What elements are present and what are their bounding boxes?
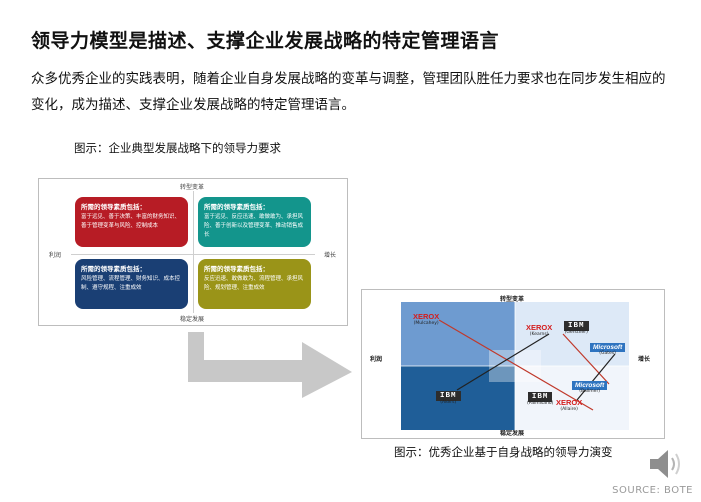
- quadrant-heading: 所需的领导素质包括：: [204, 265, 269, 273]
- quadrant-body: 富于远见、善于决策、丰富的财务知识、善于管理变革与风险、控制成本: [81, 214, 181, 229]
- figure2-axis-right: 增长: [638, 356, 651, 363]
- figure1-axis-top: 转型变革: [180, 184, 205, 191]
- figure1-axis-bottom: 稳定发展: [180, 316, 205, 323]
- logo-ibm-gerstner: IBM(Gerstner): [564, 321, 589, 335]
- figure2-axis-bottom: 稳定发展: [500, 430, 525, 437]
- logo-ibm-palmisano: IBM(Palmisano): [527, 392, 554, 406]
- figure2-axis-top: 转型变革: [500, 296, 525, 303]
- figure2-matrix: 转型变革 稳定发展 利润 增长 XEROX(Mulcahey) XEROX(Ke…: [361, 289, 665, 439]
- quadrant-bottom-right: 所需的领导素质包括： 反应迅速、敢做敢为、流程管理、承担风险、规划管理、注重成效: [198, 259, 311, 309]
- quadrant-body: 富于远见、反应迅速、敢做敢为、承担风险、善于创新以及管理变革、推动销售成长: [204, 214, 304, 238]
- page-title: 领导力模型是描述、支撑企业发展战略的特定管理语言: [31, 30, 500, 52]
- quadrant-body: 风险管理、流程管理、财务知识、成本控制、遵守规程、注重成效: [81, 276, 181, 291]
- source-note: SOURCE: BOTE: [612, 485, 693, 496]
- quadrant-bottom-left: 所需的领导素质包括： 风险管理、流程管理、财务知识、成本控制、遵守规程、注重成效: [75, 259, 188, 309]
- quadrant-body: 反应迅速、敢做敢为、流程管理、承担风险、规划管理、注重成效: [204, 276, 304, 291]
- logo-ibm-akers: IBM(Akers): [436, 390, 461, 405]
- quadrant-heading: 所需的领导素质包括：: [204, 203, 269, 211]
- logo-xerox-mulcahey: XEROX(Mulcahey): [413, 312, 440, 326]
- logo-xerox-allaire: XEROX(Allaire): [556, 398, 583, 412]
- figure2-axis-left: 利润: [370, 356, 383, 363]
- quadrant-top-right: 所需的领导素质包括： 富于远见、反应迅速、敢做敢为、承担风险、善于创新以及管理变…: [198, 197, 311, 247]
- figure1-axis-left: 利润: [49, 252, 62, 259]
- speaker-icon[interactable]: [646, 446, 686, 482]
- transition-arrow-icon: [188, 332, 352, 398]
- figure1-caption: 图示：企业典型发展战略下的领导力要求: [74, 141, 281, 155]
- logo-microsoft-ballmer: Microsoft(Ballmer): [572, 380, 608, 394]
- figure1-vertical-axis: [193, 191, 194, 313]
- figure2-grid: [401, 302, 629, 430]
- quadrant-heading: 所需的领导素质包括：: [81, 265, 146, 273]
- figure1-axis-right: 增长: [324, 252, 337, 259]
- quadrant-top-left: 所需的领导素质包括： 富于远见、善于决策、丰富的财务知识、善于管理变革与风险、控…: [75, 197, 188, 247]
- quadrant-heading: 所需的领导素质包括：: [81, 203, 146, 211]
- figure2-caption: 图示：优秀企业基于自身战略的领导力演变: [394, 445, 613, 459]
- logo-xerox-kearns: XEROX(Kearns): [526, 323, 553, 337]
- logo-microsoft-gates: Microsoft(Gates): [590, 342, 626, 356]
- figure1-matrix: 转型变革 稳定发展 利润 增长 所需的领导素质包括： 富于远见、善于决策、丰富的…: [38, 178, 348, 326]
- intro-paragraph: 众多优秀企业的实践表明，随着企业自身发展战略的变革与调整，管理团队胜任力要求也在…: [31, 71, 666, 113]
